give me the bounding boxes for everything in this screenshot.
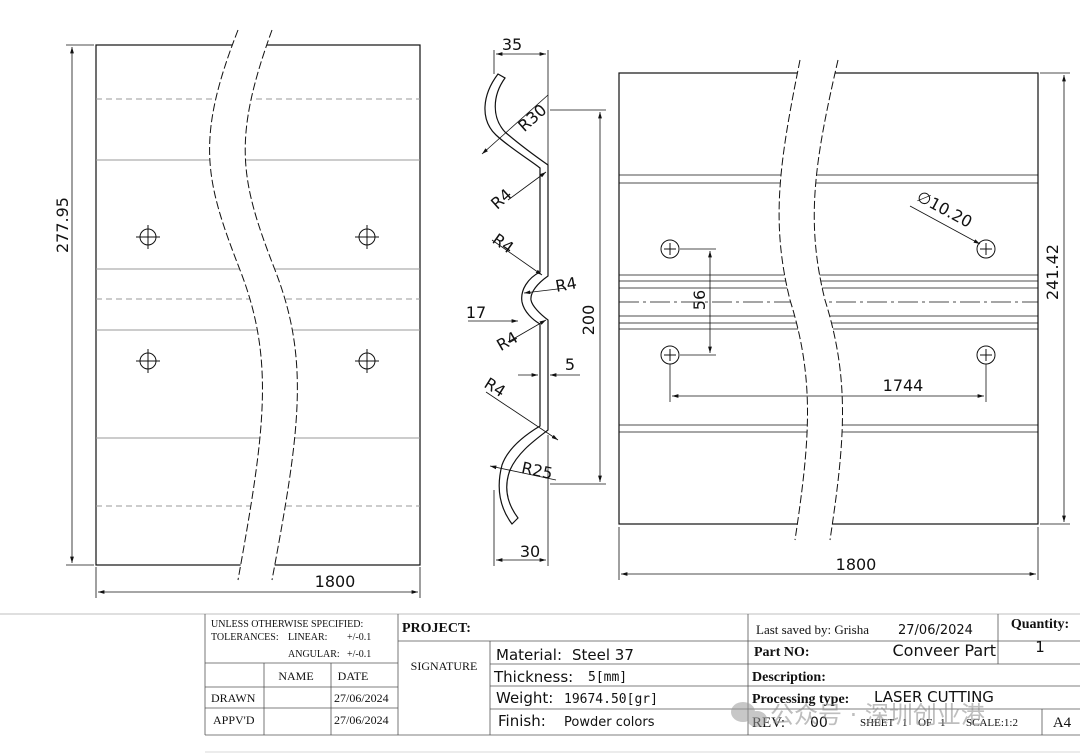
right-break-line: [778, 59, 808, 541]
right-view: [618, 59, 1070, 580]
profile-view: [468, 50, 606, 566]
left-view: [66, 29, 421, 598]
linear-label: LINEAR:: [288, 632, 327, 643]
right-width-dim-text: 1800: [836, 555, 877, 574]
finish-value: Powder colors: [564, 715, 655, 730]
quantity-label: Quantity:: [1011, 617, 1069, 632]
bottom-30-dim-text: 30: [520, 542, 540, 561]
project-label: PROJECT:: [402, 621, 471, 636]
dim-5-text: 5: [565, 355, 575, 374]
material-label: Material:: [496, 646, 562, 664]
finish-label: Finish:: [498, 712, 546, 730]
approved-label: APPV'D: [213, 713, 255, 727]
right-height-dim-text: 241.42: [1043, 244, 1062, 300]
left-hole: [136, 349, 160, 373]
date-header: DATE: [338, 669, 369, 683]
signature-label: SIGNATURE: [411, 659, 478, 673]
title-block: [0, 613, 1080, 753]
left-height-dim-text: 277.95: [53, 197, 72, 253]
drawn-label: DRAWN: [211, 691, 256, 705]
rev-value: 00: [810, 715, 828, 731]
linear-value: +/-0.1: [347, 632, 371, 643]
right-hole: [976, 239, 996, 259]
partno-value: Conveer Part: [892, 641, 996, 660]
unless-text: UNLESS OTHERWISE SPECIFIED:: [211, 619, 363, 630]
wechat-icon: [731, 702, 767, 727]
hole-dia-leader: [909, 205, 981, 245]
r30-leader: [481, 94, 549, 155]
angular-label: ANGULAR:: [288, 649, 340, 660]
sheet-label: SHEET: [860, 717, 895, 729]
drawn-date: 27/06/2024: [334, 691, 389, 705]
dim-200-text: 200: [579, 305, 598, 336]
approved-date: 27/06/2024: [334, 713, 389, 727]
last-saved-date: 27/06/2024: [898, 623, 973, 638]
right-hole: [976, 345, 996, 365]
dim-56-text: 56: [690, 290, 709, 310]
r4-text: R4: [554, 273, 578, 295]
left-break-line: [244, 29, 298, 581]
profile-outline: [484, 73, 549, 525]
r4-text: R4: [487, 185, 516, 213]
angular-value: +/-0.1: [347, 649, 371, 660]
left-break-line: [209, 29, 263, 581]
weight-label: Weight:: [496, 689, 553, 707]
quantity-value: 1: [1035, 638, 1045, 656]
dim-1744-text: 1744: [883, 376, 924, 395]
r4-text: R4: [481, 374, 509, 401]
r4-leader: [507, 319, 547, 343]
of-label: OF: [918, 717, 932, 729]
watermark-text: 公众号 · 深圳创业港: [770, 701, 985, 729]
r4-leader: [507, 171, 547, 201]
left-hole: [136, 225, 160, 249]
right-break-gap: [779, 60, 843, 540]
scale-label: SCALE:1:2: [966, 717, 1018, 729]
sheet-size: A4: [1053, 715, 1072, 731]
weight-value: 19674.50[gr]: [564, 692, 658, 707]
r25-leader: [489, 465, 557, 481]
left-width-dim-text: 1800: [315, 572, 356, 591]
r4-text: R4: [489, 230, 517, 258]
tolerances-text: TOLERANCES:: [211, 632, 279, 643]
r4-leader: [523, 287, 567, 295]
left-break-gap: [209, 30, 298, 580]
r30-text: R30: [514, 100, 550, 135]
right-hole: [660, 239, 680, 259]
sheet-value: 1: [902, 717, 908, 729]
thickness-label: Thickness:: [493, 668, 573, 686]
of-value: 1: [940, 717, 946, 729]
dim-17-text: 17: [466, 303, 486, 322]
material-value: Steel 37: [572, 646, 634, 664]
processing-value: LASER CUTTING: [874, 688, 994, 706]
r25-text: R25: [520, 458, 555, 483]
description-label: Description:: [752, 670, 826, 685]
right-hole: [660, 345, 680, 365]
top-35-dim-text: 35: [502, 35, 522, 54]
thickness-value: 5[mm]: [588, 670, 627, 685]
partno-label: Part NO:: [754, 645, 810, 660]
watermark: 公众号 · 深圳创业港: [731, 701, 985, 729]
right-break-line: [813, 59, 843, 541]
r4-leader: [485, 391, 559, 441]
r4-leader: [491, 239, 543, 276]
name-header: NAME: [278, 669, 313, 683]
processing-label: Processing type:: [752, 692, 849, 707]
last-saved-text: Last saved by: Grisha: [756, 622, 869, 637]
left-hole: [355, 349, 379, 373]
r4-text: R4: [493, 328, 521, 355]
left-hole: [355, 225, 379, 249]
